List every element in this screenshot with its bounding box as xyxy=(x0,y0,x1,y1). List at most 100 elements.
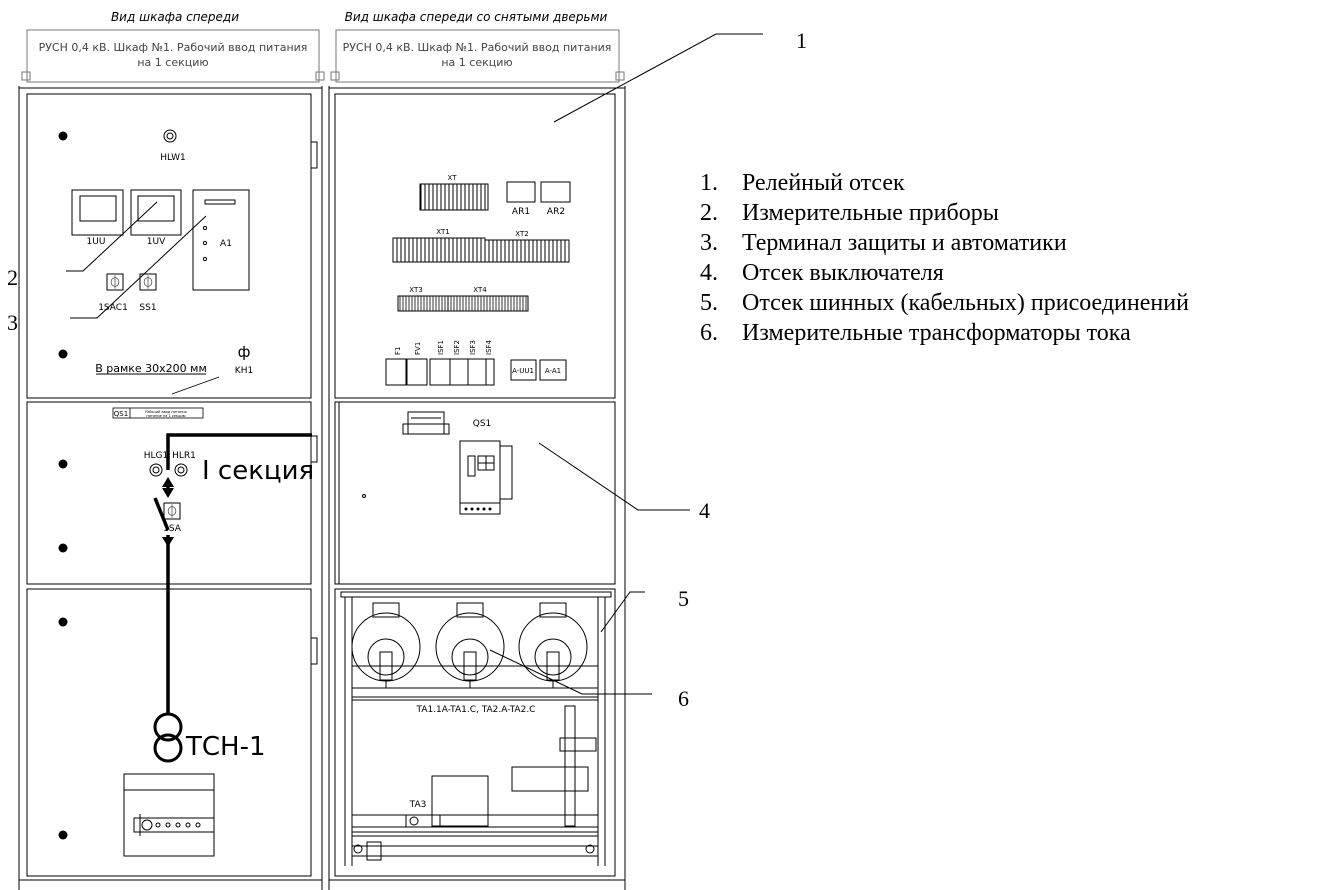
label-sf3: ISF3 xyxy=(469,340,477,355)
door-lock-dot xyxy=(58,543,68,553)
legend-number: 6. xyxy=(700,320,718,346)
label-ar2: AR2 xyxy=(547,207,565,217)
left-nameplate-line2: на 1 секцию xyxy=(137,56,208,69)
label-kh1: KH1 xyxy=(235,366,253,376)
lamp-icon xyxy=(163,129,177,143)
legend-text: Измерительные приборы xyxy=(742,200,999,226)
ammeter-ar1 xyxy=(506,181,536,203)
door-lock-dot xyxy=(58,349,68,359)
legend-item: 4. Отсек выключателя xyxy=(700,258,1189,288)
disconnector-icon xyxy=(407,411,445,435)
right-nameplate xyxy=(335,29,620,83)
label-sf1: ISF1 xyxy=(437,340,445,355)
transformer-icon xyxy=(153,712,183,742)
fuse-f1 xyxy=(385,358,407,386)
lamp-hlr1 xyxy=(174,463,188,477)
lamp-hlg1 xyxy=(149,463,163,477)
legend-text: Релейный отсек xyxy=(742,170,905,196)
label-ar1: AR1 xyxy=(512,207,530,217)
door-lock-dot xyxy=(58,617,68,627)
block-a-a1 xyxy=(539,359,567,381)
voltmeter-uv xyxy=(130,189,182,236)
legend-item: 2. Измерительные приборы xyxy=(700,198,1189,228)
legend-text: Измерительные трансформаторы тока xyxy=(742,320,1131,346)
ammeter-ar2 xyxy=(540,181,571,203)
legend-item: 1. Релейный отсек xyxy=(700,168,1189,198)
right-nameplate-line2: на 1 секцию xyxy=(441,56,512,69)
fuse-fv1 xyxy=(406,358,428,386)
label-xt2: XT2 xyxy=(515,230,528,238)
qs1-label-plate xyxy=(112,407,204,419)
ct-mounting-bar xyxy=(351,665,599,689)
breaker-sf2 xyxy=(449,358,469,386)
legend-number: 1. xyxy=(700,170,718,196)
switch-1sa xyxy=(163,502,181,520)
legend-item: 5.Отсек шинных (кабельных) присоединений xyxy=(700,288,1189,318)
right-cabinet xyxy=(328,29,626,890)
tsn-label: ТСН-1 xyxy=(185,732,266,762)
legend-number: 5. xyxy=(700,290,718,316)
leader-lines xyxy=(66,33,763,695)
callout-3: 3 xyxy=(7,310,18,335)
right-view-header: Вид шкафа спереди со снятыми дверьми xyxy=(345,10,608,24)
terminal-strip-xt2 xyxy=(484,239,570,263)
terminal-strip-xt4 xyxy=(447,295,529,312)
label-1sac1: 1SAC1 xyxy=(98,303,128,313)
label-xt3: XT3 xyxy=(409,286,422,294)
left-view-header: Вид шкафа спереди xyxy=(111,10,239,24)
label-a1: A1 xyxy=(220,239,232,249)
label-xt1: XT1 xyxy=(436,228,449,236)
legend-item: 6. Измерительные трансформаторы тока xyxy=(700,318,1189,348)
meter-box xyxy=(123,773,215,857)
left-nameplate-line1: РУСН 0,4 кВ. Шкаф №1. Рабочий ввод питан… xyxy=(39,41,308,54)
voltmeter-uu xyxy=(71,189,124,236)
breaker-sf4 xyxy=(485,358,495,386)
ct-ta3-box xyxy=(431,775,489,827)
qs1-plate-desc-2: питание на 1 секцию xyxy=(146,414,185,418)
label-a-a1: A-A1 xyxy=(545,367,561,375)
label-sf2: ISF2 xyxy=(453,340,461,355)
frame-note: В рамке 30х200 мм xyxy=(95,362,207,375)
label-hlr1: HLR1 xyxy=(172,451,196,461)
qs1-plate-desc-1: Рабочий ввод питания xyxy=(145,410,187,414)
qs1-plate-tag: QS1 xyxy=(114,410,128,418)
breaker-qs1 xyxy=(459,440,501,504)
switch-1sa-symbol: ⏀ xyxy=(165,504,178,520)
label-1uu: 1UU xyxy=(87,237,106,247)
legend-text: Отсек выключателя xyxy=(742,260,944,286)
kh1-symbol: ф xyxy=(238,343,251,361)
legend-number: 4. xyxy=(700,260,718,286)
busbar-compartment xyxy=(334,588,616,877)
callout-1: 1 xyxy=(796,28,807,53)
label-ta-group: TA1.1A-TA1.C, TA2.A-TA2.C xyxy=(416,705,536,715)
label-1uv: 1UV xyxy=(147,237,166,247)
legend-number: 2. xyxy=(700,200,718,226)
terminal-a1 xyxy=(192,189,250,291)
label-ss1: SS1 xyxy=(139,303,156,313)
label-f1: F1 xyxy=(394,347,402,355)
label-fv1: FV1 xyxy=(414,342,422,355)
block-a-uu1 xyxy=(510,359,537,381)
label-hlg1: HLG1 xyxy=(144,451,168,461)
legend-number: 3. xyxy=(700,230,718,256)
right-nameplate-line1: РУСН 0,4 кВ. Шкаф №1. Рабочий ввод питан… xyxy=(343,41,612,54)
label-qs1: QS1 xyxy=(473,419,492,429)
terminal-strip-xt xyxy=(419,183,489,211)
left-cabinet xyxy=(18,29,325,890)
label-xt4: XT4 xyxy=(473,286,487,294)
label-a-uu1: A-UU1 xyxy=(512,367,534,375)
label-hlw1: HLW1 xyxy=(160,153,186,163)
callout-2: 2 xyxy=(7,265,18,290)
switch-sac1-symbol: ⏀ xyxy=(108,275,121,291)
breaker-compartment xyxy=(334,401,616,585)
relay-compartment xyxy=(334,93,616,399)
breaker-sf3 xyxy=(467,358,487,386)
terminal-strip-xt1 xyxy=(392,237,486,263)
door-lock-dot xyxy=(58,131,68,141)
callout-5: 5 xyxy=(678,586,689,611)
label-sf4: ISF4 xyxy=(485,339,493,355)
callout-4: 4 xyxy=(699,498,710,523)
current-transformer-icon xyxy=(435,612,505,682)
terminal-strip-xt3 xyxy=(397,295,449,312)
